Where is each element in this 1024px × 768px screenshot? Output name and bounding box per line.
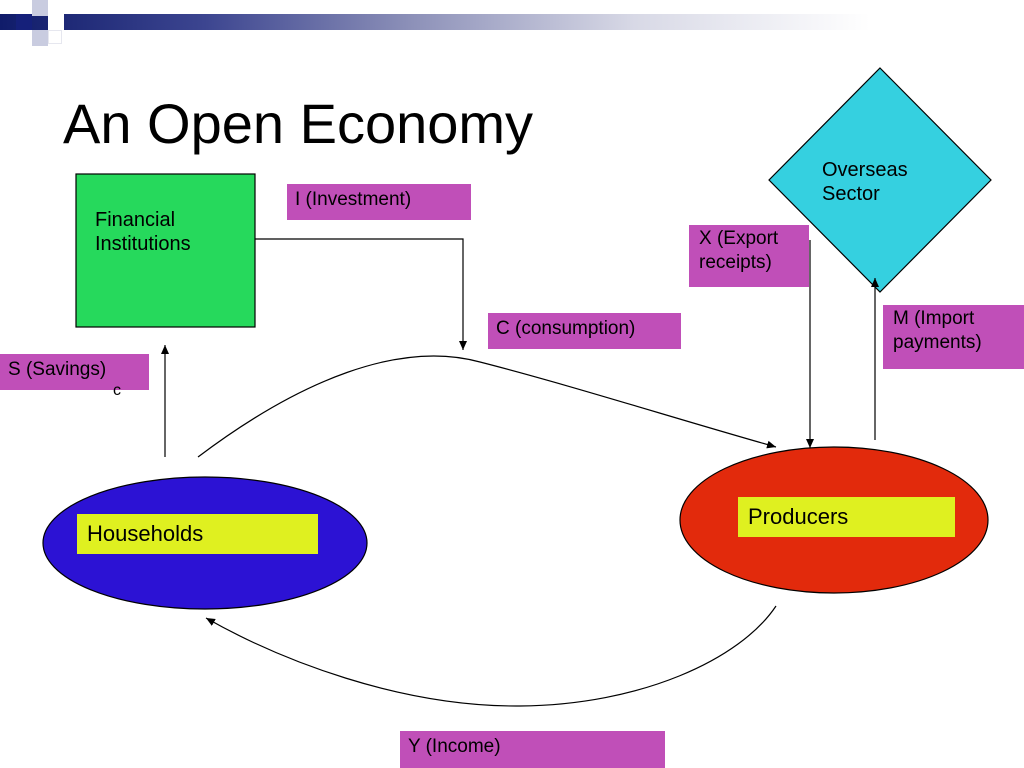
financial-institutions-label: Financial Institutions xyxy=(95,208,191,256)
header-square-light xyxy=(32,0,48,16)
overseas-sector-label: Overseas Sector xyxy=(822,158,908,206)
header-square-white xyxy=(64,0,76,12)
consumption-tag: C (consumption) xyxy=(488,313,681,349)
income-tag-text: Y (Income) xyxy=(408,736,501,757)
income-flow-arrow xyxy=(205,605,777,707)
investment-tag: I (Investment) xyxy=(287,184,471,220)
stray-c-mark: c xyxy=(113,382,121,399)
investment-tag-text: I (Investment) xyxy=(295,189,412,210)
savings-tag-text: S (Savings) xyxy=(8,359,107,380)
overseas-sector-diamond xyxy=(768,67,992,293)
export-tag: X (Export receipts) xyxy=(689,225,809,287)
financial-institutions-box xyxy=(75,173,256,328)
header-gradient-bar xyxy=(0,14,1024,30)
header-square-light xyxy=(32,30,48,46)
header-square-dark xyxy=(16,14,32,30)
consumption-tag-text: C (consumption) xyxy=(496,318,636,339)
households-label: Households xyxy=(87,521,204,546)
import-tag-line2: payments) xyxy=(893,331,982,353)
header-square-white xyxy=(48,30,62,44)
slide-title: An Open Economy xyxy=(63,92,534,155)
income-tag: Y (Income) xyxy=(400,731,665,768)
producers-label: Producers xyxy=(748,504,849,529)
overseas-sector-line1: Overseas xyxy=(822,159,908,181)
financial-institutions-line1: Financial xyxy=(95,209,176,231)
savings-tag: S (Savings) xyxy=(0,354,149,390)
export-tag-line1: X (Export xyxy=(699,228,779,249)
households-label-box: Households xyxy=(77,514,318,554)
export-tag-line2: receipts) xyxy=(699,251,772,273)
import-tag-line1: M (Import xyxy=(893,308,975,329)
producers-label-box: Producers xyxy=(738,497,955,537)
financial-institutions-line2: Institutions xyxy=(95,233,191,255)
overseas-sector-line2: Sector xyxy=(822,183,880,205)
investment-flow-arrow xyxy=(255,238,467,350)
header-square-white xyxy=(48,14,64,30)
import-tag: M (Import payments) xyxy=(883,305,1024,369)
consumption-flow-arrow xyxy=(197,355,777,458)
